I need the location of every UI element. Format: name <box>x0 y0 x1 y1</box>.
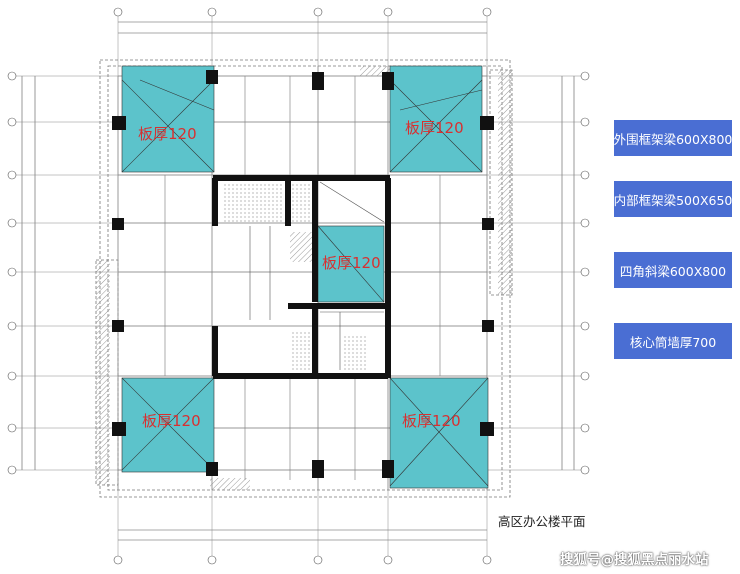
slab-label-bottom-left: 板厚120 <box>142 412 201 430</box>
legend-interior-beam: 内部框架梁500X650 <box>614 181 732 217</box>
diagonal-beams <box>121 79 489 487</box>
watermark: 搜狐号@搜狐黑点丽水站 <box>560 552 709 568</box>
top-dimension-lines <box>21 21 575 541</box>
slab-label-core: 板厚120 <box>322 254 381 272</box>
slab-top-left <box>121 65 215 173</box>
core-walls <box>212 175 391 379</box>
slab-label-top-right: 板厚120 <box>405 119 464 137</box>
axis-bubbles <box>7 7 590 565</box>
slab-top-right <box>389 65 483 173</box>
edge-hatch <box>96 66 512 490</box>
slab-label-bottom-right: 板厚120 <box>402 412 461 430</box>
slab-label-top-left: 板厚120 <box>138 125 197 143</box>
legend-core-wall: 核心筒墙厚700 <box>614 323 732 359</box>
legend-perimeter-beam: 外围框架梁600X800 <box>614 120 732 156</box>
core-stairs <box>249 181 385 370</box>
columns <box>112 70 494 478</box>
core-fill <box>222 182 366 370</box>
legend-diagonal-beam: 四角斜梁600X800 <box>614 252 732 288</box>
plan-caption: 高区办公楼平面 <box>498 514 586 529</box>
